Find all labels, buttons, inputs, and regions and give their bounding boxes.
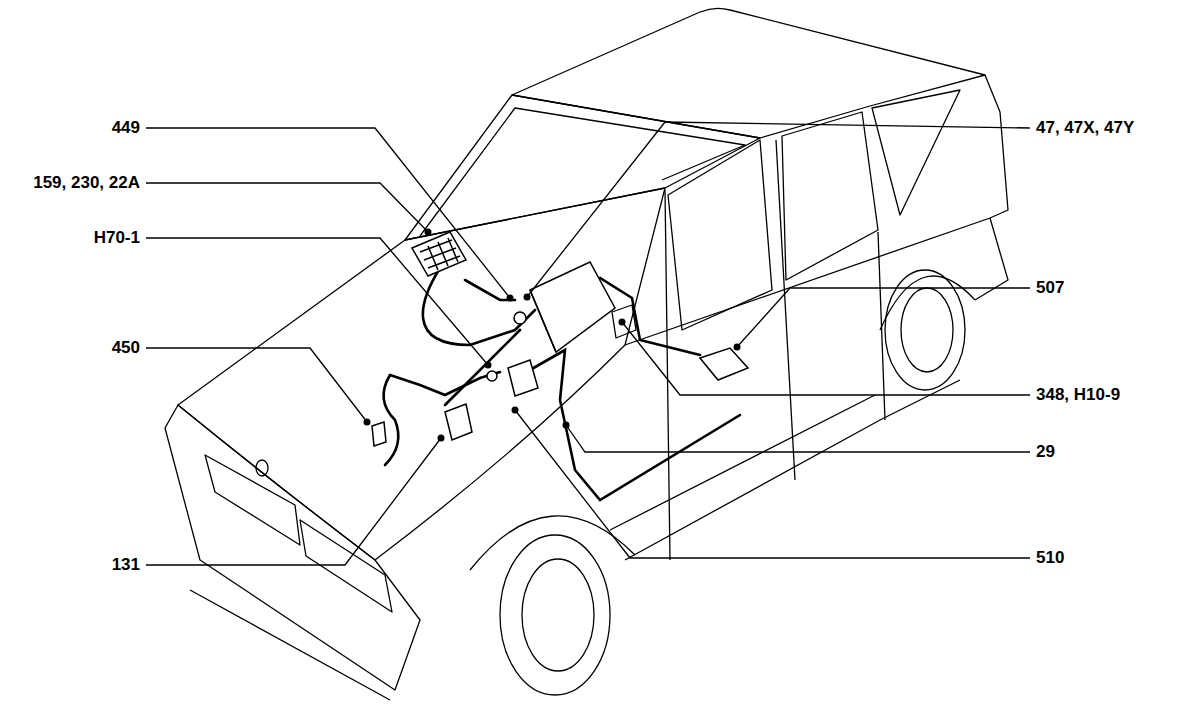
callout-number: 29 bbox=[1035, 442, 1056, 462]
leader-line bbox=[515, 410, 1030, 558]
leader-dot bbox=[563, 422, 570, 429]
callout-number: 507 bbox=[1035, 278, 1065, 298]
leader-dot bbox=[364, 419, 371, 426]
roof-outline bbox=[512, 8, 1008, 218]
harness-wire bbox=[384, 375, 399, 465]
car-body bbox=[165, 8, 1008, 700]
front-wheel bbox=[500, 535, 610, 695]
windshield bbox=[405, 95, 760, 240]
fuse-grid bbox=[420, 238, 460, 270]
connector bbox=[487, 371, 497, 381]
front-bumper bbox=[165, 405, 420, 690]
grille bbox=[205, 455, 300, 545]
mirror bbox=[612, 305, 636, 338]
headlight bbox=[300, 520, 392, 612]
roof-edge bbox=[512, 75, 985, 138]
leader-dot bbox=[507, 295, 514, 302]
leader-line bbox=[146, 128, 510, 298]
leader-line bbox=[566, 425, 1030, 452]
front-rim bbox=[522, 559, 594, 671]
leader-lines bbox=[146, 122, 1030, 565]
leader-dot bbox=[524, 294, 531, 301]
relay-box bbox=[508, 360, 538, 396]
callout-number: 159, 230, 22A bbox=[32, 173, 141, 193]
b-pillar bbox=[776, 140, 795, 480]
callout-number: 348, H10-9 bbox=[1035, 385, 1121, 405]
leader-dots bbox=[364, 229, 741, 442]
callout-number: 449 bbox=[111, 118, 141, 138]
bumper-line bbox=[190, 590, 390, 700]
leader-line bbox=[146, 438, 441, 565]
leader-dot bbox=[512, 407, 519, 414]
callout-number: H70-1 bbox=[93, 228, 141, 248]
control-module bbox=[530, 262, 615, 352]
belt-line bbox=[625, 218, 990, 345]
callout-number: 131 bbox=[111, 555, 141, 575]
components bbox=[372, 232, 748, 446]
rocker-line bbox=[625, 380, 960, 560]
front-wheel-arch bbox=[470, 516, 635, 570]
sill-line bbox=[610, 395, 875, 530]
fuse-box bbox=[412, 232, 466, 276]
leader-line bbox=[622, 322, 1030, 395]
leader-line bbox=[737, 288, 1030, 347]
front-side-window bbox=[668, 140, 772, 330]
leader-dot bbox=[485, 362, 492, 369]
sensor-box bbox=[445, 404, 472, 440]
front-door-edge bbox=[665, 190, 670, 560]
callout-number: 47, 47X, 47Y bbox=[1035, 118, 1135, 138]
callout-number: 510 bbox=[1035, 548, 1065, 568]
leader-dot bbox=[438, 435, 445, 442]
leader-line bbox=[146, 183, 428, 232]
badge bbox=[256, 460, 268, 476]
leader-line bbox=[527, 122, 1030, 297]
connector bbox=[514, 312, 526, 324]
leader-line bbox=[146, 238, 488, 365]
callout-number: 450 bbox=[111, 338, 141, 358]
quarter-window bbox=[872, 90, 960, 215]
harness-wire bbox=[390, 372, 500, 395]
leader-dot bbox=[425, 229, 432, 236]
rear-rim bbox=[901, 288, 953, 372]
harness-wire bbox=[530, 350, 740, 500]
module-edge bbox=[530, 290, 556, 352]
hood bbox=[178, 188, 665, 560]
rear-side-window bbox=[782, 112, 878, 280]
leader-dot bbox=[619, 319, 626, 326]
leader-line bbox=[146, 348, 367, 422]
rear-module bbox=[700, 348, 748, 380]
windshield-trim bbox=[420, 108, 745, 236]
leader-dot bbox=[734, 344, 741, 351]
sensor bbox=[372, 422, 386, 446]
